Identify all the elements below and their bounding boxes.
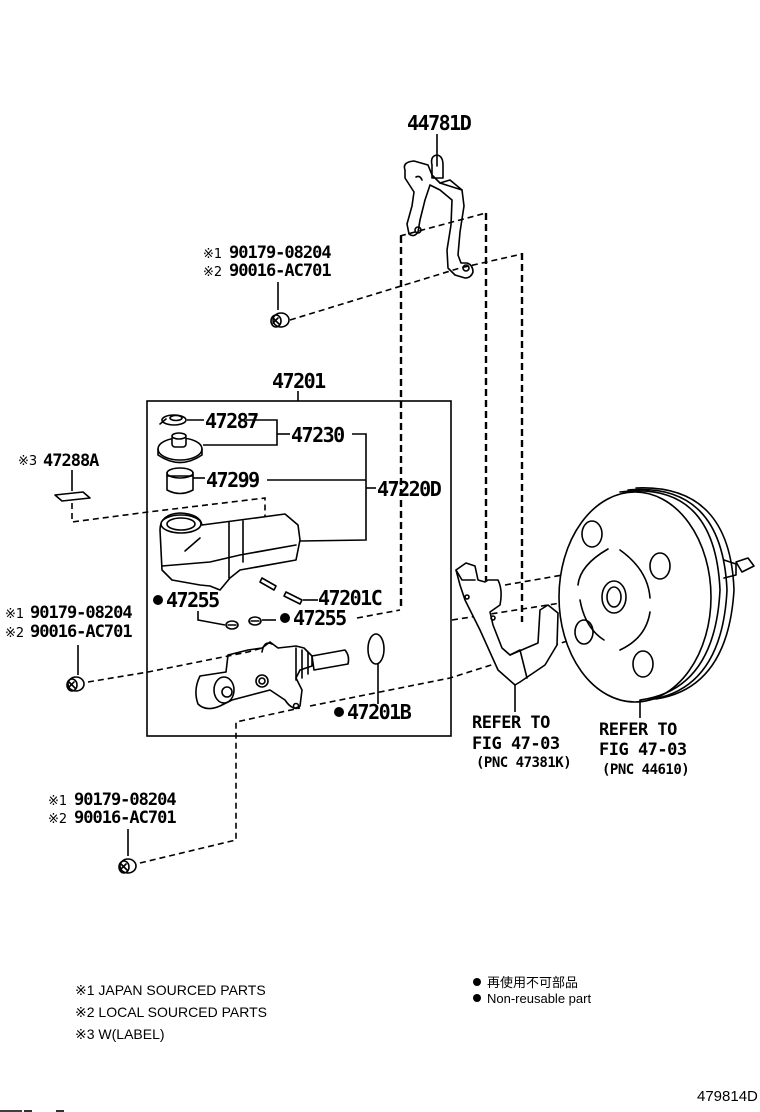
svg-text:47201B: 47201B: [347, 700, 412, 724]
callout-47299[interactable]: 47299: [206, 468, 261, 492]
svg-text:90179-08204: 90179-08204: [229, 243, 331, 263]
svg-text:※1: ※1: [48, 794, 67, 809]
svg-text:90016-AC701: 90016-AC701: [30, 622, 132, 642]
callout-47255-right[interactable]: 47255: [280, 606, 348, 630]
reference-44610[interactable]: REFER TO FIG 47-03 (PNC 44610): [599, 720, 690, 778]
reference-47381k[interactable]: REFER TO FIG 47-03 (PNC 47381K): [472, 713, 572, 771]
svg-text:47255: 47255: [166, 588, 219, 612]
pin-47201c[interactable]: [259, 577, 303, 605]
svg-text:REFER TO: REFER TO: [472, 713, 550, 733]
note-label: ※3 W(LABEL): [75, 1026, 165, 1042]
callout-44781d[interactable]: 44781D: [407, 111, 473, 135]
non-reusable-dot: [473, 994, 481, 1002]
dashed-nut-to-bracket: [289, 253, 523, 321]
nut-callout-top[interactable]: ※1 90179-08204 ※2 90016-AC701: [203, 243, 332, 281]
illustration-number: 479814D: [697, 1088, 758, 1105]
non-reusable-dot: [153, 595, 163, 605]
callout-47201c[interactable]: 47201C: [318, 586, 383, 610]
booster-bracket-47381k[interactable]: [455, 562, 559, 686]
svg-text:※1: ※1: [5, 607, 24, 622]
nut-icon-left: [66, 676, 85, 692]
non-reusable-dot: [473, 978, 481, 986]
legend-non-reusable: 再使用不可部品 Non-reusable part: [473, 975, 591, 1006]
svg-text:FIG 47-03: FIG 47-03: [472, 734, 560, 754]
brake-booster-44610[interactable]: [558, 487, 755, 703]
bracket-44781d[interactable]: [403, 151, 474, 279]
non-reusable-dot: [280, 613, 290, 623]
label-icon: [54, 491, 91, 502]
grommet-47255-a[interactable]: [225, 620, 239, 630]
nut-callout-bottom[interactable]: ※1 90179-08204 ※2 90016-AC701: [48, 790, 177, 828]
svg-text:※3: ※3: [18, 454, 37, 469]
svg-text:47255: 47255: [293, 606, 346, 630]
svg-text:(PNC 44610): (PNC 44610): [602, 762, 689, 778]
nut-callout-left[interactable]: ※1 90179-08204 ※2 90016-AC701: [5, 603, 133, 642]
callout-47201[interactable]: 47201: [272, 369, 328, 393]
non-reusable-dot: [334, 707, 344, 717]
svg-text:FIG 47-03: FIG 47-03: [599, 740, 687, 760]
svg-text:90016-AC701: 90016-AC701: [229, 261, 331, 281]
assembly-box-47201: [146, 400, 452, 737]
svg-text:REFER TO: REFER TO: [599, 720, 677, 740]
grommet-47299[interactable]: [166, 467, 194, 495]
callout-47230[interactable]: 47230: [291, 423, 346, 447]
note-japan-sourced: ※1 JAPAN SOURCED PARTS: [75, 982, 266, 998]
callout-47201b[interactable]: 47201B: [334, 700, 413, 724]
svg-text:47288A: 47288A: [43, 451, 99, 471]
svg-text:90016-AC701: 90016-AC701: [74, 808, 176, 828]
svg-text:※1: ※1: [203, 247, 222, 262]
svg-text:※2: ※2: [5, 626, 24, 641]
svg-text:(PNC 47381K): (PNC 47381K): [476, 755, 571, 771]
callout-47255-left[interactable]: 47255: [153, 588, 221, 612]
grommet-47255-b[interactable]: [248, 616, 262, 626]
master-cylinder-body[interactable]: [195, 641, 350, 710]
svg-text:90179-08204: 90179-08204: [74, 790, 176, 810]
o-ring-47201b[interactable]: [367, 633, 385, 665]
nut-icon-top: [270, 312, 290, 328]
label-47288a[interactable]: ※3 47288A: [18, 451, 100, 471]
reservoir-cap[interactable]: [157, 432, 203, 464]
reservoir-47220d[interactable]: [159, 512, 301, 591]
nut-icon-bottom: [118, 858, 137, 874]
cap-seal-47287[interactable]: [159, 414, 187, 426]
callout-47220d[interactable]: 47220D: [377, 477, 443, 501]
legend-notes: ※1 JAPAN SOURCED PARTS ※2 LOCAL SOURCED …: [75, 982, 267, 1042]
svg-text:90179-08204: 90179-08204: [30, 603, 132, 623]
svg-text:※2: ※2: [48, 812, 67, 827]
svg-text:※2: ※2: [203, 265, 222, 280]
non-reusable-english: Non-reusable part: [487, 991, 591, 1006]
note-local-sourced: ※2 LOCAL SOURCED PARTS: [75, 1004, 267, 1020]
callout-47287[interactable]: 47287: [205, 409, 260, 433]
non-reusable-japanese: 再使用不可部品: [487, 975, 578, 990]
